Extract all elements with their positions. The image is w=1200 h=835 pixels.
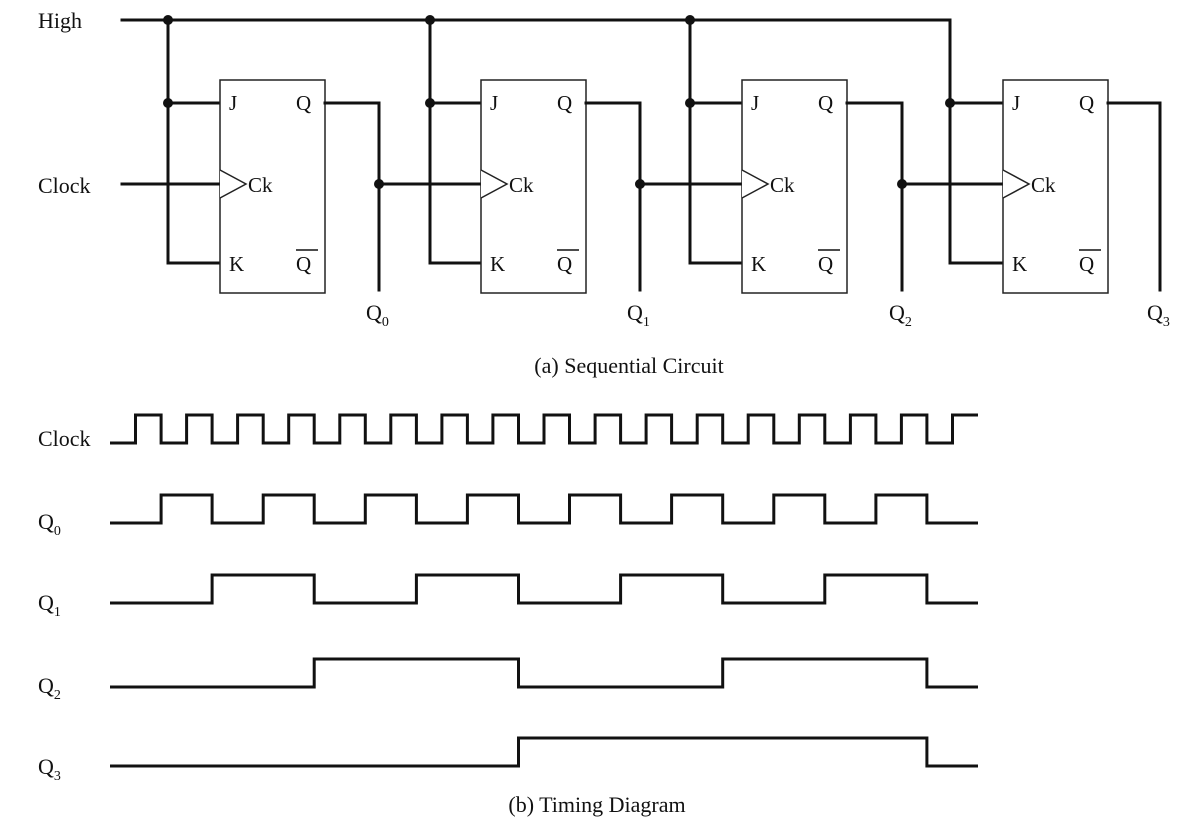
pin-q-label: Q bbox=[557, 91, 572, 115]
pin-j-label: J bbox=[1012, 91, 1020, 115]
pin-q-label: Q bbox=[1079, 91, 1094, 115]
pin-ck-label: Ck bbox=[1031, 173, 1056, 197]
pin-qbar-label: Q bbox=[296, 252, 311, 276]
timing-label-q3: Q3 bbox=[38, 754, 61, 784]
waveform-clock bbox=[110, 413, 978, 445]
timing-label-clock: Clock bbox=[38, 426, 91, 451]
waveform-q0 bbox=[110, 493, 978, 525]
clock-input-label: Clock bbox=[38, 173, 91, 198]
jk-flip-flop-0: J Q Ck K Q Q0 bbox=[163, 15, 389, 330]
clock-edge-triangle bbox=[480, 169, 509, 199]
sequential-circuit: High Clock J Q Ck K Q Q0 bbox=[38, 8, 1170, 378]
timing-diagram: Clock Q0 Q1 Q2 Q3 (b) Timing Diagram bbox=[38, 413, 978, 817]
jk-flip-flop-2: J Q Ck K Q Q2 bbox=[685, 15, 912, 330]
timing-label-q0: Q0 bbox=[38, 509, 61, 539]
high-label: High bbox=[38, 8, 82, 33]
pin-j-label: J bbox=[229, 91, 237, 115]
timing-label-q1: Q1 bbox=[38, 590, 61, 620]
waveform-q1 bbox=[110, 573, 978, 605]
junction-dot bbox=[945, 98, 955, 108]
q3-output-wire bbox=[1106, 101, 1162, 292]
pin-k-label: K bbox=[229, 252, 244, 276]
junction-dot bbox=[425, 15, 435, 25]
q0-output-label: Q0 bbox=[366, 300, 389, 330]
waveform-q3 bbox=[110, 736, 978, 768]
waveform-q2 bbox=[110, 657, 978, 689]
high-rail bbox=[120, 18, 952, 105]
q0-output-wire bbox=[323, 101, 381, 292]
pin-j-label: J bbox=[490, 91, 498, 115]
pin-qbar-label: Q bbox=[818, 252, 833, 276]
junction-dot bbox=[163, 15, 173, 25]
pin-qbar-label: Q bbox=[1079, 252, 1094, 276]
timing-caption: (b) Timing Diagram bbox=[508, 792, 685, 817]
pin-qbar-label: Q bbox=[557, 252, 572, 276]
clock-edge-triangle bbox=[219, 169, 248, 199]
pin-q-label: Q bbox=[818, 91, 833, 115]
pin-k-label: K bbox=[751, 252, 766, 276]
q1-output-wire bbox=[584, 101, 642, 292]
pin-q-label: Q bbox=[296, 91, 311, 115]
pin-k-label: K bbox=[490, 252, 505, 276]
jk-flip-flop-1: J Q Ck K Q Q1 bbox=[425, 15, 650, 330]
q2-output-label: Q2 bbox=[889, 300, 912, 330]
jk-flip-flop-3: J Q Ck K Q Q3 bbox=[945, 79, 1170, 330]
q1-output-label: Q1 bbox=[627, 300, 650, 330]
junction-dot bbox=[425, 98, 435, 108]
pin-k-label: K bbox=[1012, 252, 1027, 276]
pin-ck-label: Ck bbox=[248, 173, 273, 197]
pin-ck-label: Ck bbox=[770, 173, 795, 197]
clock-edge-triangle bbox=[1002, 169, 1031, 199]
pin-j-label: J bbox=[751, 91, 759, 115]
junction-dot bbox=[685, 98, 695, 108]
junction-dot bbox=[163, 98, 173, 108]
timing-label-q2: Q2 bbox=[38, 673, 61, 703]
q2-output-wire bbox=[845, 101, 904, 292]
clock-edge-triangle bbox=[741, 169, 770, 199]
q3-output-label: Q3 bbox=[1147, 300, 1170, 330]
junction-dot bbox=[685, 15, 695, 25]
pin-ck-label: Ck bbox=[509, 173, 534, 197]
circuit-caption: (a) Sequential Circuit bbox=[534, 353, 723, 378]
